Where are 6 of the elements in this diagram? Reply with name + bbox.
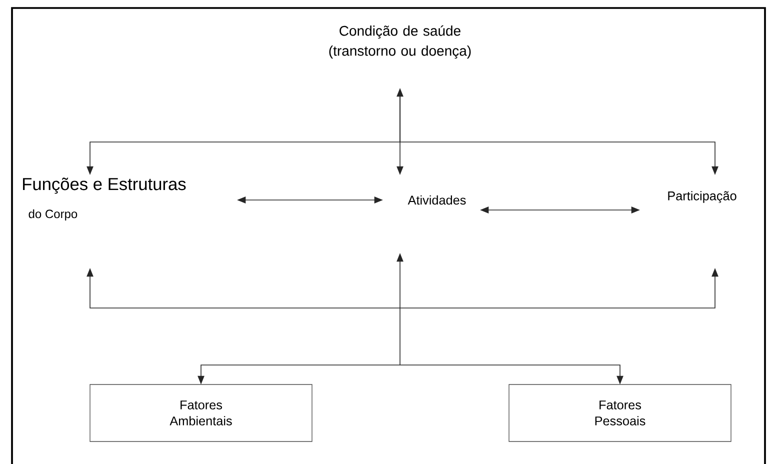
factor-box: Fatores Ambientais (90, 384, 312, 442)
text-label: Condição de saúde (transtorno ou doença) (329, 25, 471, 59)
factor-box: Fatores Pessoais (508, 384, 732, 442)
text-label: Atividades (408, 195, 466, 205)
text-label: Participação (668, 191, 736, 203)
text-label: Funções e Estruturas do Corpo (23, 178, 186, 221)
